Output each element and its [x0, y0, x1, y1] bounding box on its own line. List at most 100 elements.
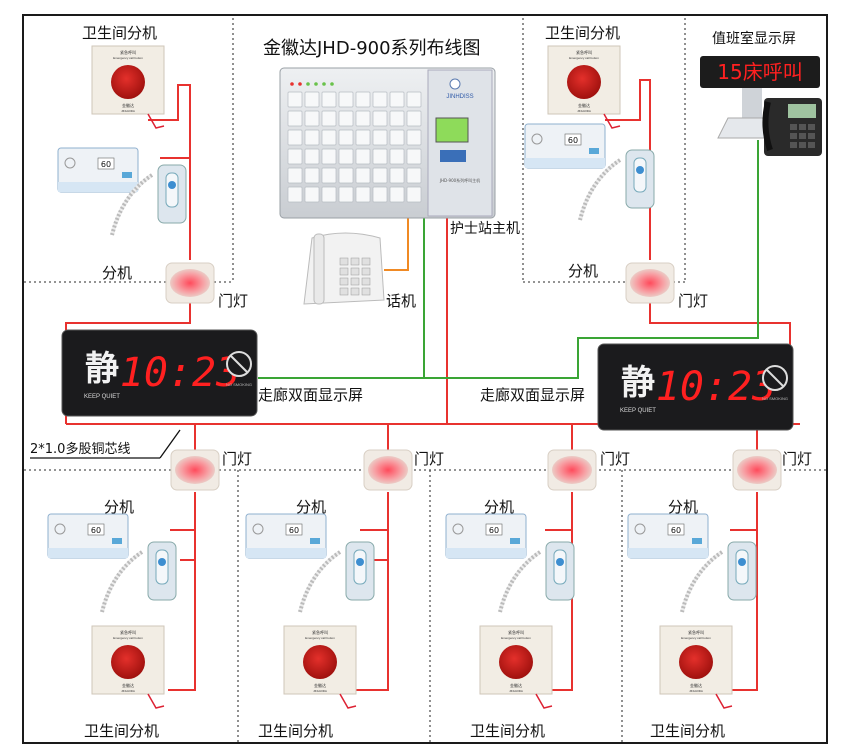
handset-b1 — [100, 541, 177, 613]
label-bathroom-unit-b1: 卫生间分机 — [84, 722, 160, 740]
orange-wires — [384, 215, 409, 271]
label-bed-unit-b4: 分机 — [668, 498, 699, 516]
door-light-b1 — [170, 449, 220, 491]
handset-tr — [578, 149, 655, 221]
label-bathroom-unit-b2: 卫生间分机 — [258, 722, 334, 740]
button-bottom-text: 金徽达 — [578, 102, 590, 108]
emergency-button — [111, 65, 145, 99]
keep-quiet-caption: KEEP QUIET — [620, 408, 656, 414]
button-top-text-en: Emergency call button — [681, 636, 711, 640]
button-bottom-text-en: JINHUIDA — [689, 689, 703, 693]
nurse-station-host: JINHDISS JHD-900系列呼叫主机 — [279, 67, 496, 219]
diagram-title: 金徽达JHD-900系列布线图 — [263, 38, 481, 59]
bed-unit-display: 60 — [289, 526, 299, 535]
label-bed-unit-b1: 分机 — [104, 498, 135, 516]
bed-unit-display: 60 — [489, 526, 499, 535]
bed-unit-display: 60 — [91, 526, 101, 535]
bed-unit-b2: 60 — [245, 513, 327, 559]
room-separators — [24, 18, 826, 742]
button-top-text: 紧急呼叫 — [576, 49, 592, 55]
green-wires — [258, 140, 759, 379]
label-bathroom-unit-b4: 卫生间分机 — [650, 722, 726, 740]
button-top-text-en: Emergency call button — [501, 636, 531, 640]
emergency-button — [499, 645, 533, 679]
bed-unit-tr: 60 — [524, 123, 606, 169]
label-bathroom-unit-tl: 卫生间分机 — [82, 24, 158, 42]
cable-pointer — [30, 429, 181, 459]
label-duty-display: 值班室显示屏 — [712, 31, 796, 47]
label-bed-unit-tl: 分机 — [102, 264, 133, 282]
button-bottom-text: 金徽达 — [510, 682, 522, 688]
handset-tl — [110, 164, 187, 236]
emergency-button — [303, 645, 337, 679]
handset-b2 — [298, 541, 375, 613]
button-top-text: 紧急呼叫 — [312, 629, 328, 635]
button-top-text-en: Emergency call button — [113, 636, 143, 640]
clock-time: 10:23 — [656, 364, 776, 410]
button-bottom-text-en: JINHUIDA — [313, 689, 327, 693]
button-bottom-text: 金徽达 — [690, 682, 702, 688]
door-light-tr — [625, 262, 675, 304]
button-bottom-text-en: JINHUIDA — [121, 109, 135, 113]
diagram-frame — [22, 14, 828, 744]
label-bed-unit-b3: 分机 — [484, 498, 515, 516]
label-door-light-tl: 门灯 — [218, 292, 249, 310]
duty-screen-text: 15床呼叫 — [717, 60, 802, 84]
label-cable-spec: 2*1.0多股铜芯线 — [30, 442, 131, 457]
button-top-text: 紧急呼叫 — [120, 629, 136, 635]
bed-unit-tl: 60 — [57, 147, 139, 193]
label-door-light-b1: 门灯 — [222, 450, 253, 468]
host-key-grid — [287, 82, 422, 203]
emergency-button — [679, 645, 713, 679]
bed-unit-b3: 60 — [445, 513, 527, 559]
button-top-text-en: Emergency call button — [113, 56, 143, 60]
door-light-tl — [165, 262, 215, 304]
emergency-button — [111, 645, 145, 679]
handset-b4 — [680, 541, 757, 613]
label-door-light-tr: 门灯 — [678, 292, 709, 310]
label-bathroom-unit-b3: 卫生间分机 — [470, 722, 546, 740]
button-top-text: 紧急呼叫 — [508, 629, 524, 635]
label-phone: 话机 — [386, 292, 417, 310]
door-light-b4 — [732, 449, 782, 491]
quiet-char: 静 — [621, 363, 655, 403]
button-bottom-text-en: JINHUIDA — [509, 689, 523, 693]
label-corridor-display-right: 走廊双面显示屏 — [480, 386, 586, 404]
button-top-text: 紧急呼叫 — [120, 49, 136, 55]
desk-phone — [303, 232, 385, 305]
no-smoking-caption: NO SMOKING — [226, 382, 252, 387]
button-bottom-text: 金徽达 — [122, 682, 134, 688]
no-smoking-caption: NO SMOKING — [762, 396, 788, 401]
door-light-b3 — [547, 449, 597, 491]
quiet-char: 静 — [85, 349, 119, 389]
bed-unit-display: 60 — [568, 136, 578, 145]
button-bottom-text: 金徽达 — [122, 102, 134, 108]
clock-time: 10:23 — [120, 350, 240, 396]
door-light-b2 — [363, 449, 413, 491]
keep-quiet-caption: KEEP QUIET — [84, 394, 120, 400]
button-bottom-text-en: JINHUIDA — [577, 109, 591, 113]
handset-b3 — [498, 541, 575, 613]
label-corridor-display-left: 走廊双面显示屏 — [258, 386, 364, 404]
label-bathroom-unit-tr: 卫生间分机 — [545, 24, 621, 42]
button-bottom-text: 金徽达 — [314, 682, 326, 688]
button-top-text-en: Emergency call button — [569, 56, 599, 60]
label-door-light-b2: 门灯 — [414, 450, 445, 468]
host-brand: JINHDISS — [446, 94, 473, 100]
label-door-light-b3: 门灯 — [600, 450, 631, 468]
button-bottom-text-en: JINHUIDA — [121, 689, 135, 693]
bed-unit-display: 60 — [101, 160, 111, 169]
button-top-text-en: Emergency call button — [305, 636, 335, 640]
label-bed-unit-b2: 分机 — [296, 498, 327, 516]
label-door-light-b4: 门灯 — [782, 450, 813, 468]
label-bed-unit-tr: 分机 — [568, 262, 599, 280]
